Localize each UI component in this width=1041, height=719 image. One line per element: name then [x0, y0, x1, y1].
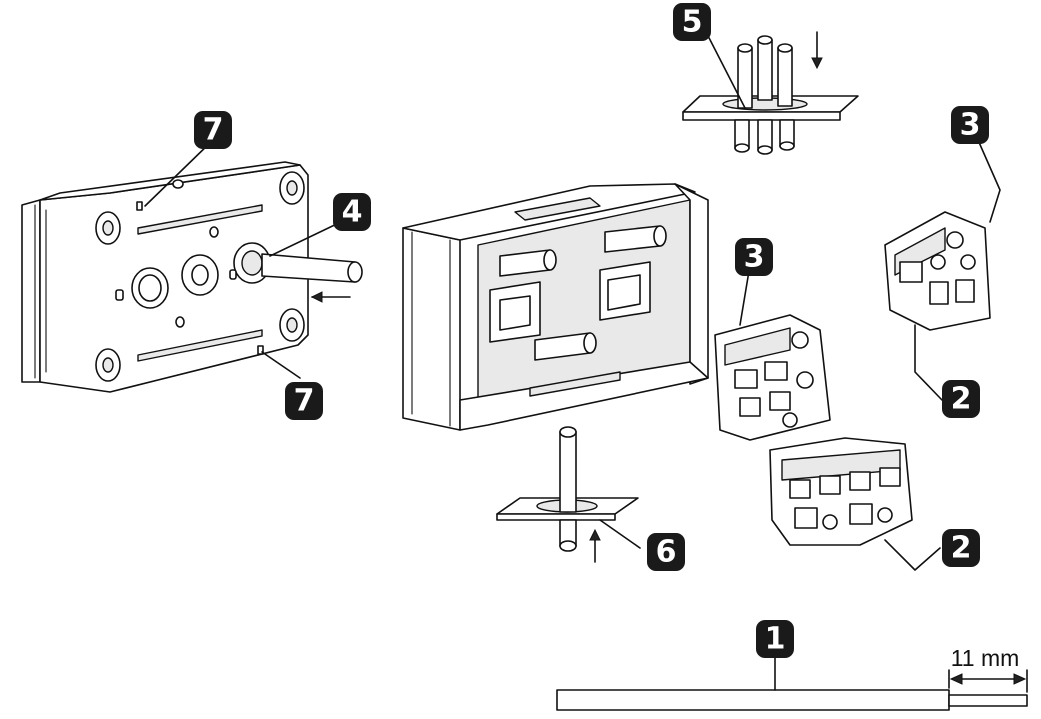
- callout-3-right: 3: [951, 106, 989, 144]
- top-seal-with-conduits: [682, 31, 859, 155]
- callout-7-bottom-label: 7: [294, 384, 315, 419]
- callout-7-top-label: 7: [203, 113, 224, 148]
- callout-2-upper: 2: [942, 380, 980, 418]
- callout-7-top: 7: [194, 111, 232, 149]
- callout-2-lower-label: 2: [951, 531, 972, 566]
- callout-5: 5: [673, 3, 711, 41]
- callout-6-label: 6: [656, 535, 677, 570]
- callout-1-label: 1: [765, 622, 786, 657]
- callout-4: 4: [333, 193, 371, 231]
- callout-2-lower: 2: [942, 529, 980, 567]
- callout-3-right-label: 3: [960, 108, 981, 143]
- terminal-block-lower: [769, 437, 913, 546]
- base-plate: [21, 161, 363, 393]
- callout-2-upper-label: 2: [951, 382, 972, 417]
- callout-7-bottom: 7: [285, 382, 323, 420]
- leader-lines: [144, 29, 1001, 691]
- callout-3-center-label: 3: [744, 240, 765, 275]
- strip-length-label: 11 mm: [951, 645, 1020, 671]
- housing-box: [402, 183, 709, 431]
- callout-5-label: 5: [682, 5, 703, 40]
- terminal-block-center: [714, 314, 831, 441]
- bottom-seal-with-conduit: [496, 426, 639, 563]
- terminal-block-right: [884, 211, 991, 331]
- callout-6: 6: [647, 533, 685, 571]
- callout-4-label: 4: [342, 195, 363, 230]
- wire-strip: 11 mm: [556, 645, 1028, 711]
- callout-3-center: 3: [735, 238, 773, 276]
- callout-1: 1: [756, 620, 794, 658]
